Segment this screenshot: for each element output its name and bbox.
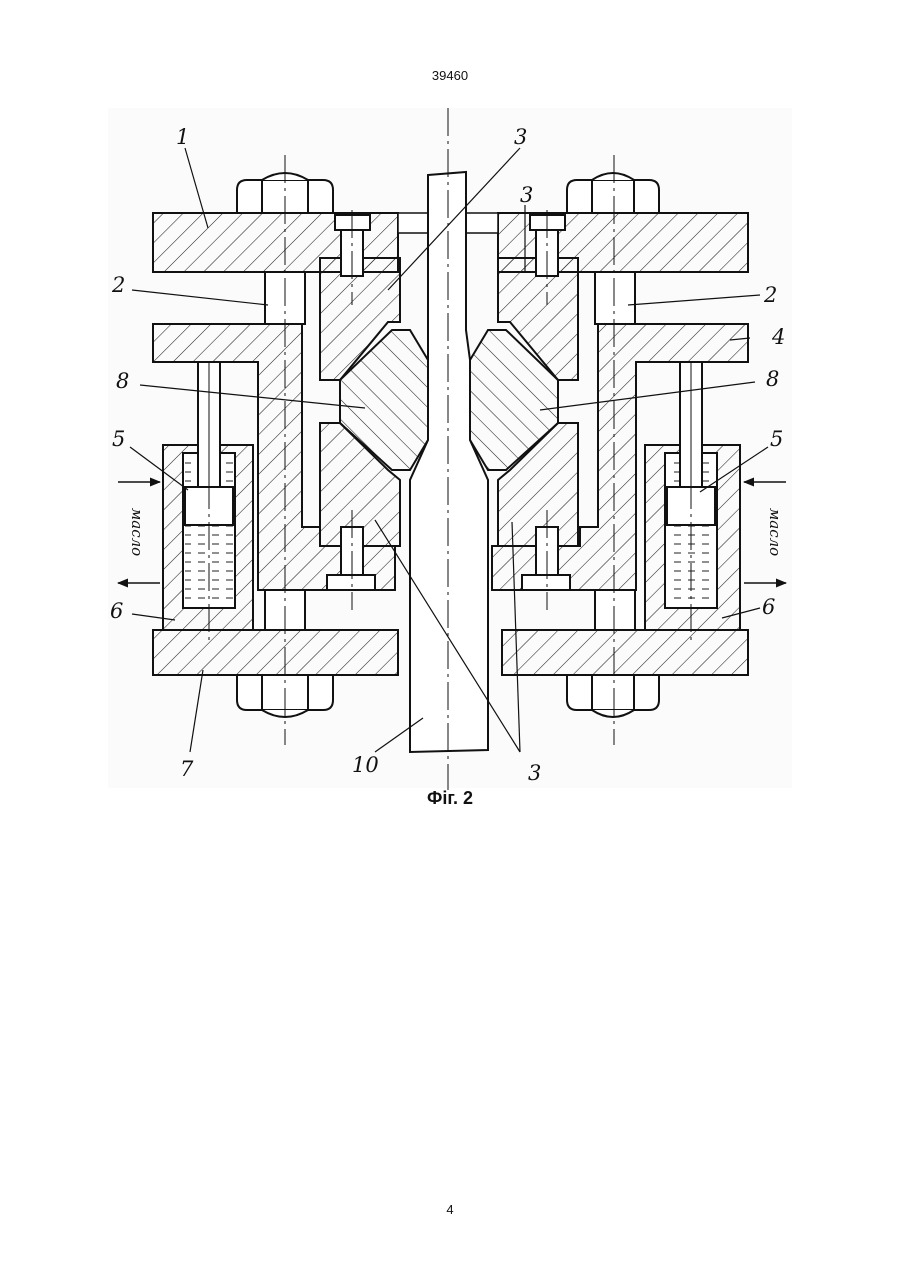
label-2-right: 2 (763, 283, 777, 307)
label-10: 10 (352, 753, 379, 777)
label-6-left: 6 (110, 599, 123, 623)
label-5-right: 5 (770, 427, 783, 451)
page-number: 4 (0, 1202, 900, 1217)
label-6-right: 6 (762, 595, 775, 619)
label-7: 7 (180, 757, 194, 781)
label-3-bottom: 3 (528, 761, 541, 785)
label-8-left: 8 (116, 369, 129, 393)
label-4: 4 (771, 325, 785, 349)
oil-label-left: масло (128, 508, 146, 556)
label-3-top-right: 3 (520, 183, 533, 207)
figure-caption: Фіг. 2 (0, 788, 900, 809)
label-5-left: 5 (112, 427, 125, 451)
label-2-left: 2 (111, 273, 125, 297)
oil-label-right: масло (766, 508, 784, 556)
label-3-top-left: 3 (514, 125, 527, 149)
label-1: 1 (176, 125, 189, 149)
label-8-right: 8 (766, 367, 779, 391)
